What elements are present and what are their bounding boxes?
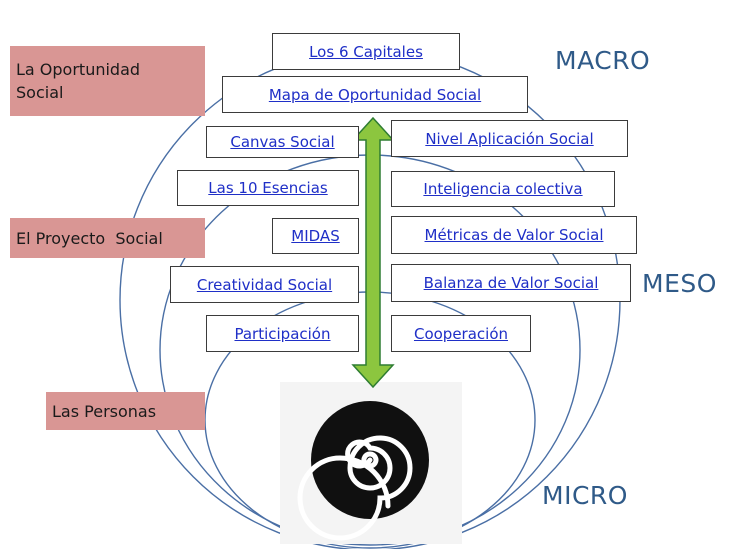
ten-essences-link[interactable]: Las 10 Esencias bbox=[208, 179, 328, 197]
midas-box[interactable]: MIDAS bbox=[272, 218, 359, 254]
macro-label: MACRO bbox=[555, 46, 651, 75]
creativity-box[interactable]: Creatividad Social bbox=[170, 266, 359, 303]
value-balance-link[interactable]: Balanza de Valor Social bbox=[423, 274, 599, 292]
six-capitals-link[interactable]: Los 6 Capitales bbox=[309, 42, 423, 61]
level-social-project-text: El Proyecto Social bbox=[16, 228, 163, 248]
opportunity-map-link[interactable]: Mapa de Oportunidad Social bbox=[268, 85, 482, 104]
canvas-link[interactable]: Canvas Social bbox=[230, 133, 335, 151]
ten-essences-box[interactable]: Las 10 Esencias bbox=[177, 170, 359, 206]
collective-intelligence-box[interactable]: Inteligencia colectiva bbox=[391, 171, 615, 207]
six-capitals-box[interactable]: Los 6 Capitales bbox=[272, 33, 460, 70]
level-social-project: El Proyecto Social bbox=[10, 218, 205, 258]
level-people: Las Personas bbox=[46, 392, 205, 430]
value-balance-box[interactable]: Balanza de Valor Social bbox=[391, 264, 631, 302]
collective-intelligence-link[interactable]: Inteligencia colectiva bbox=[423, 180, 583, 198]
level-social-opportunity: La Oportunidad Social bbox=[10, 46, 205, 116]
participation-link[interactable]: Participación bbox=[234, 324, 331, 343]
cooperation-box[interactable]: Cooperación bbox=[391, 315, 531, 352]
value-metrics-box[interactable]: Métricas de Valor Social bbox=[391, 216, 637, 254]
cooperation-link[interactable]: Cooperación bbox=[413, 324, 509, 343]
value-metrics-link[interactable]: Métricas de Valor Social bbox=[424, 226, 604, 244]
canvas-box[interactable]: Canvas Social bbox=[206, 126, 359, 158]
level-social-opportunity-text: La Oportunidad Social bbox=[16, 60, 141, 102]
level-people-text: Las Personas bbox=[52, 401, 157, 421]
meso-label: MESO bbox=[642, 269, 717, 298]
micro-label: MICRO bbox=[542, 481, 628, 510]
spiral-icon bbox=[297, 435, 413, 541]
application-level-box[interactable]: Nivel Aplicación Social bbox=[391, 120, 628, 157]
opportunity-map-box[interactable]: Mapa de Oportunidad Social bbox=[222, 76, 528, 113]
application-level-link[interactable]: Nivel Aplicación Social bbox=[425, 129, 594, 148]
creativity-link[interactable]: Creatividad Social bbox=[196, 275, 333, 294]
midas-link[interactable]: MIDAS bbox=[291, 227, 340, 245]
participation-box[interactable]: Participación bbox=[206, 315, 359, 352]
double-arrow-icon bbox=[351, 116, 395, 389]
